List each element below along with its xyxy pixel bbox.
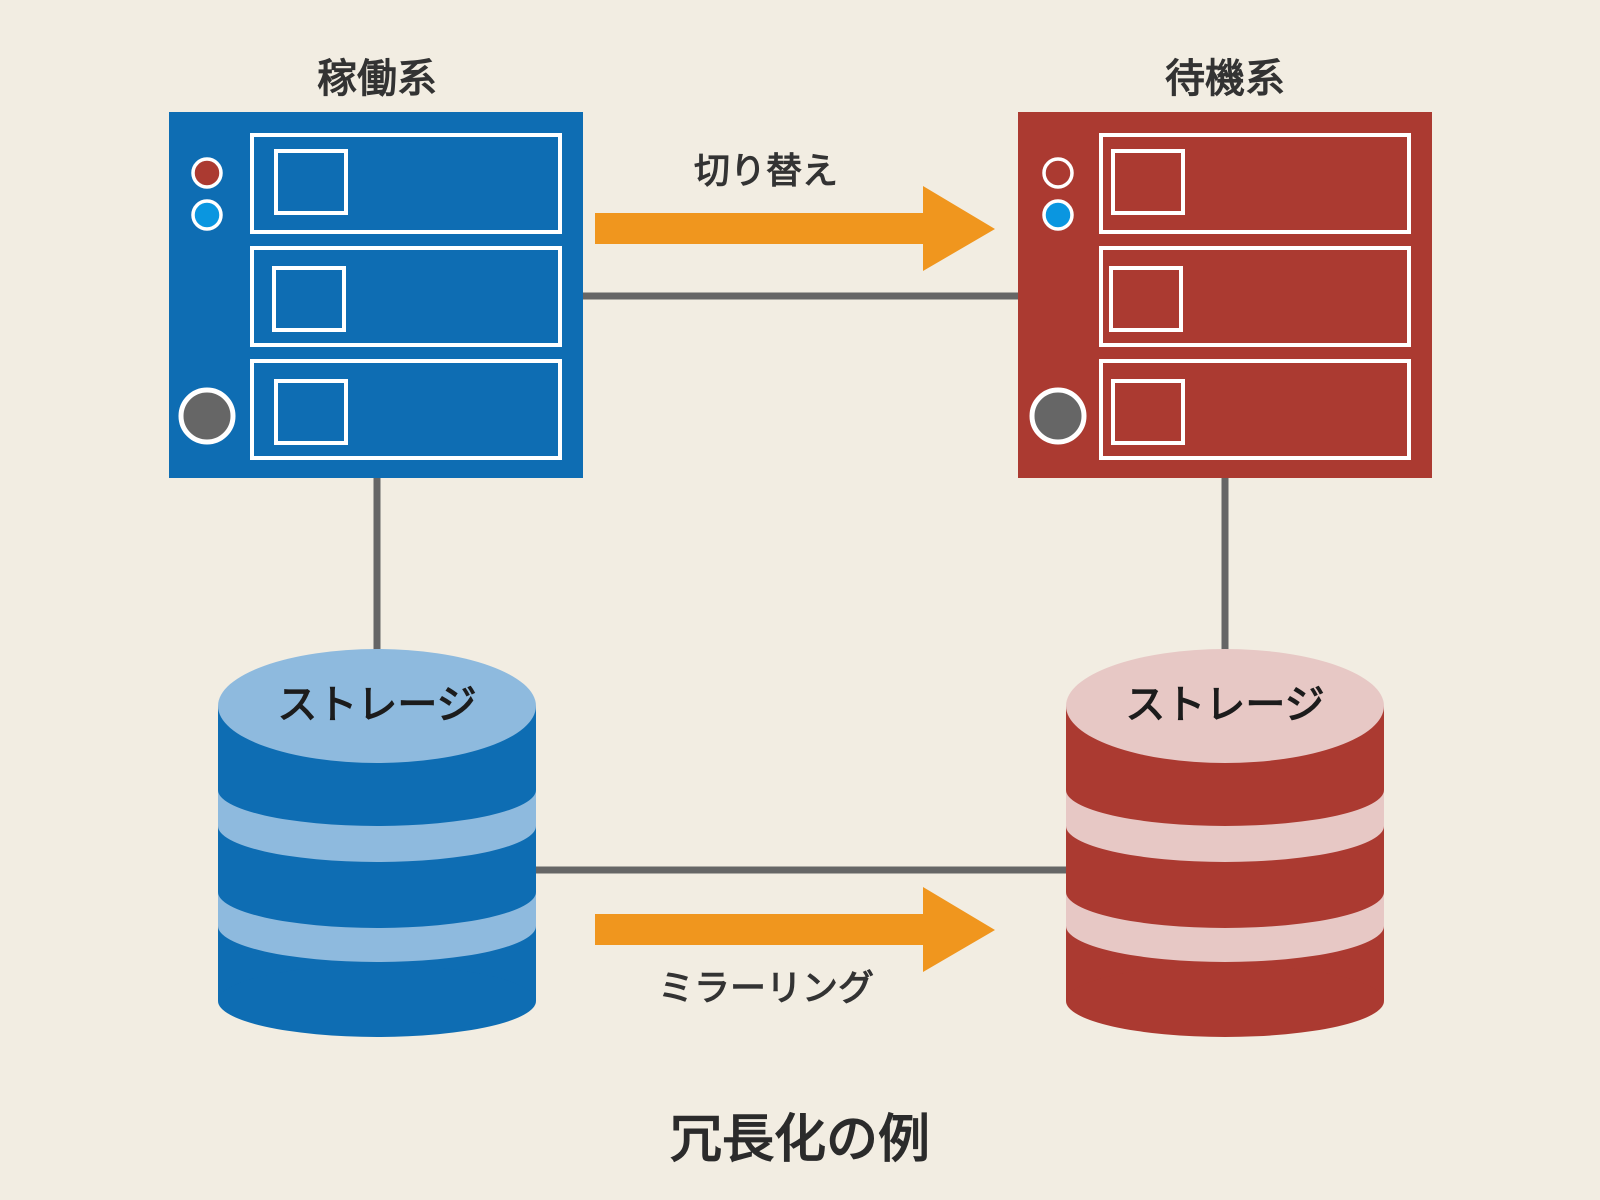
drive-bay-1 (250, 133, 562, 234)
power-button-icon (178, 387, 236, 445)
connector-lines (373, 292, 1229, 874)
power-button-icon (1029, 387, 1087, 445)
active-server-label: 稼働系 (317, 56, 437, 102)
drive-bay-2 (250, 246, 562, 347)
standby-server-label: 待機系 (1165, 56, 1285, 102)
drive-bay-1 (1099, 133, 1411, 234)
mirroring-arrow-icon (595, 887, 995, 972)
drive-bays (1099, 133, 1411, 460)
active-storage-top (218, 649, 536, 763)
drive-bay-2 (1099, 246, 1411, 347)
blue-status-led-icon (191, 199, 223, 231)
active-storage: ストレージ (218, 649, 536, 1037)
standby-server-chassis (1018, 112, 1432, 478)
standby-storage-top (1066, 649, 1384, 763)
drive-bay-3 (1099, 359, 1411, 460)
drive-bay-3-slot (274, 379, 348, 445)
standby-storage-bottom (1066, 965, 1384, 1037)
mirroring-label: ミラーリング (658, 968, 874, 1009)
switchover-label: 切り替え (694, 151, 838, 192)
mirroring-arrow: ミラーリング (595, 887, 995, 1009)
standby-storage: ストレージ (1066, 649, 1384, 1037)
drive-bay-1-slot (1111, 149, 1185, 215)
standby-storage-label: ストレージ (1125, 682, 1324, 728)
standby-storage-band-2 (1066, 892, 1384, 962)
standby-storage-band-1 (1066, 790, 1384, 862)
active-storage-band-2 (218, 892, 536, 962)
red-status-led-icon (1042, 157, 1074, 189)
active-server: 稼働系 (169, 56, 583, 478)
blue-status-led-icon (1042, 199, 1074, 231)
active-storage-label: ストレージ (277, 682, 476, 728)
drive-bay-2-slot (272, 266, 346, 332)
switchover-arrow: 切り替え (595, 151, 995, 271)
standby-server: 待機系 (1018, 56, 1432, 478)
diagram-title: 冗長化の例 (670, 1110, 930, 1170)
active-storage-bottom (218, 965, 536, 1037)
drive-bay-3-slot (1111, 379, 1185, 445)
drive-bay-3 (250, 359, 562, 460)
drive-bay-1-slot (274, 149, 348, 215)
drive-bay-2-slot (1109, 266, 1183, 332)
drive-bays (250, 133, 562, 460)
active-storage-band-1 (218, 790, 536, 862)
switchover-arrow-icon (595, 186, 995, 271)
red-status-led-icon (191, 157, 223, 189)
active-server-chassis (169, 112, 583, 478)
